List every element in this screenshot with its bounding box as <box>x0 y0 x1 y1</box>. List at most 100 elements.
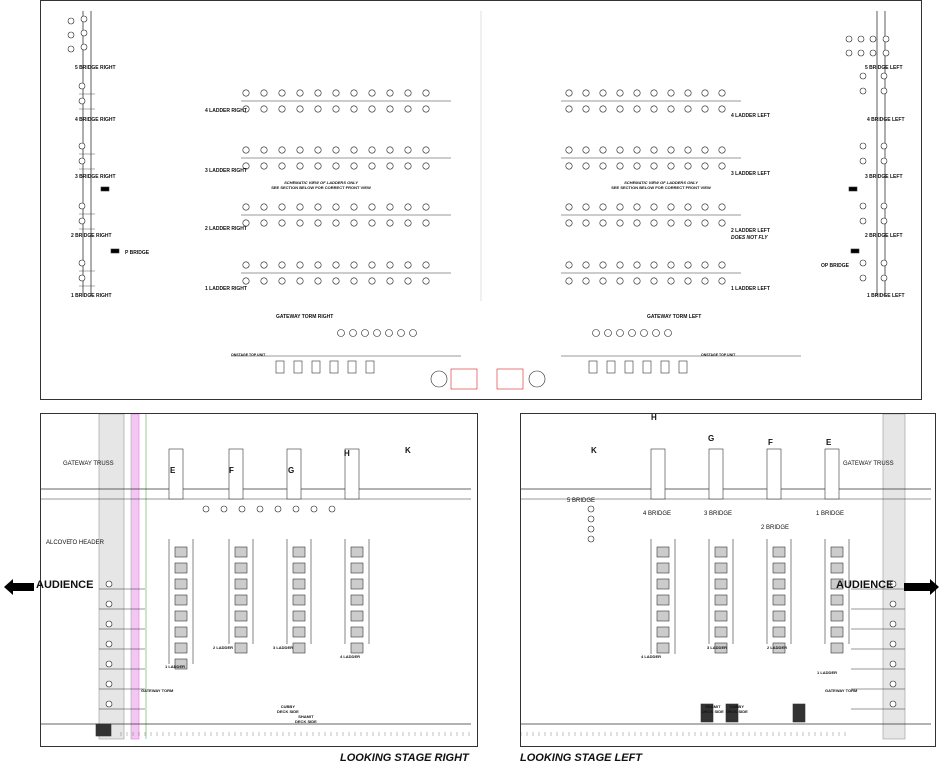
instrument-circle <box>422 146 430 154</box>
op-bridge-label: OP BRIDGE <box>821 263 849 269</box>
instrument-circle <box>599 219 607 227</box>
bridge-4-label-sl: 4 BRIDGE <box>643 511 672 517</box>
instrument-circle <box>667 105 675 113</box>
instrument-circle <box>880 217 888 225</box>
instrument-circle <box>718 261 726 269</box>
instrument-circle <box>684 146 692 154</box>
drawing-rect <box>350 610 364 622</box>
right-arrow-icon <box>904 579 939 595</box>
instrument-circle <box>296 89 304 97</box>
drawing-rect <box>772 594 786 606</box>
instrument-circle <box>260 203 268 211</box>
instrument-circle <box>385 329 393 337</box>
drawing-rect <box>110 248 120 254</box>
instrument-circle <box>565 277 573 285</box>
instrument-circle <box>260 146 268 154</box>
instrument-circle <box>650 162 658 170</box>
drawing-rect <box>228 448 244 500</box>
drawing-rect <box>660 360 670 374</box>
instrument-circle <box>332 203 340 211</box>
instrument-circle <box>664 329 672 337</box>
instrument-circle <box>328 505 336 513</box>
instrument-circle <box>889 620 897 628</box>
position-g-sl: G <box>708 434 715 443</box>
drawing-rect <box>830 594 844 606</box>
schematic-note-left: SCHEMATIC VIEW OF LADDERS ONLY SEE SECTI… <box>601 180 721 190</box>
drawing-rect <box>234 578 248 590</box>
schematic-title-right: SCHEMATIC VIEW OF LADDERS ONLY <box>284 180 358 185</box>
instrument-circle <box>278 261 286 269</box>
instrument-circle <box>202 505 210 513</box>
instrument-circle <box>368 219 376 227</box>
instrument-circle <box>880 157 888 165</box>
instrument-circle <box>404 89 412 97</box>
instrument-circle <box>880 87 888 95</box>
instrument-circle <box>242 261 250 269</box>
bridge-left-1-label: 1 BRIDGE LEFT <box>867 293 905 299</box>
instrument-circle <box>859 274 867 282</box>
drawing-rect <box>234 642 248 654</box>
instrument-circle <box>633 277 641 285</box>
instrument-circle <box>310 505 318 513</box>
caption-looking-stage-left: LOOKING STAGE LEFT <box>520 752 643 764</box>
instrument-circle <box>582 89 590 97</box>
drawing-rect <box>292 594 306 606</box>
onstage-top-unit-right: ONSTAGE TOP UNIT <box>231 353 266 357</box>
instrument-circle <box>368 277 376 285</box>
ladder-3-label-sl: 3 LADDER <box>707 645 728 650</box>
instrument-circle <box>296 277 304 285</box>
instrument-circle <box>701 261 709 269</box>
drawing-rect <box>234 562 248 574</box>
position-k-sl: K <box>591 446 597 455</box>
instrument-circle <box>349 329 357 337</box>
instrument-circle <box>105 700 113 708</box>
instrument-circle <box>296 203 304 211</box>
instrument-circle <box>582 162 590 170</box>
instrument-circle <box>260 89 268 97</box>
drawing-rect <box>830 626 844 638</box>
instrument-circle <box>67 17 75 25</box>
drawing-rect <box>174 562 188 574</box>
drawing-rect <box>830 578 844 590</box>
drawing-rect <box>234 546 248 558</box>
drawing-rect <box>714 578 728 590</box>
left-arrow-icon <box>4 579 34 595</box>
drawing-rect <box>174 546 188 558</box>
instrument-circle <box>404 203 412 211</box>
instrument-circle <box>859 87 867 95</box>
instrument-circle <box>667 162 675 170</box>
shamit-label-sr: SHAMIT DECK SIDE <box>295 714 317 724</box>
drawing-rect <box>650 448 666 500</box>
instrument-circle <box>296 162 304 170</box>
instrument-circle <box>296 219 304 227</box>
gateway-torm-left-label: GATEWAY TORM LEFT <box>647 314 702 320</box>
instrument-circle <box>368 261 376 269</box>
drawing-rect <box>130 414 140 740</box>
instrument-circle <box>582 277 590 285</box>
drawing-rect <box>496 368 524 390</box>
drawing-rect <box>714 626 728 638</box>
drawing-rect <box>656 626 670 638</box>
instrument-circle <box>350 277 358 285</box>
instrument-circle <box>78 142 86 150</box>
audience-label-right: AUDIENCE <box>836 579 894 591</box>
instrument-circle <box>242 89 250 97</box>
instrument-circle <box>582 203 590 211</box>
instrument-circle <box>640 329 648 337</box>
instrument-circle <box>650 89 658 97</box>
instrument-circle <box>78 274 86 282</box>
drawing-rect <box>350 562 364 574</box>
instrument-circle <box>409 329 417 337</box>
instrument-circle <box>599 261 607 269</box>
instrument-circle <box>718 203 726 211</box>
drawing-rect <box>350 546 364 558</box>
caption-looking-stage-right: LOOKING STAGE RIGHT <box>340 752 469 764</box>
schematic-sub-left: SEE SECTION BELOW FOR CORRECT FRONT VIEW <box>611 185 711 190</box>
instrument-circle <box>565 219 573 227</box>
drawing-rect <box>700 703 714 723</box>
instrument-circle <box>80 43 88 51</box>
instrument-circle <box>857 35 865 43</box>
instrument-circle <box>599 89 607 97</box>
drawing-rect <box>882 414 906 740</box>
instrument-circle <box>880 259 888 267</box>
